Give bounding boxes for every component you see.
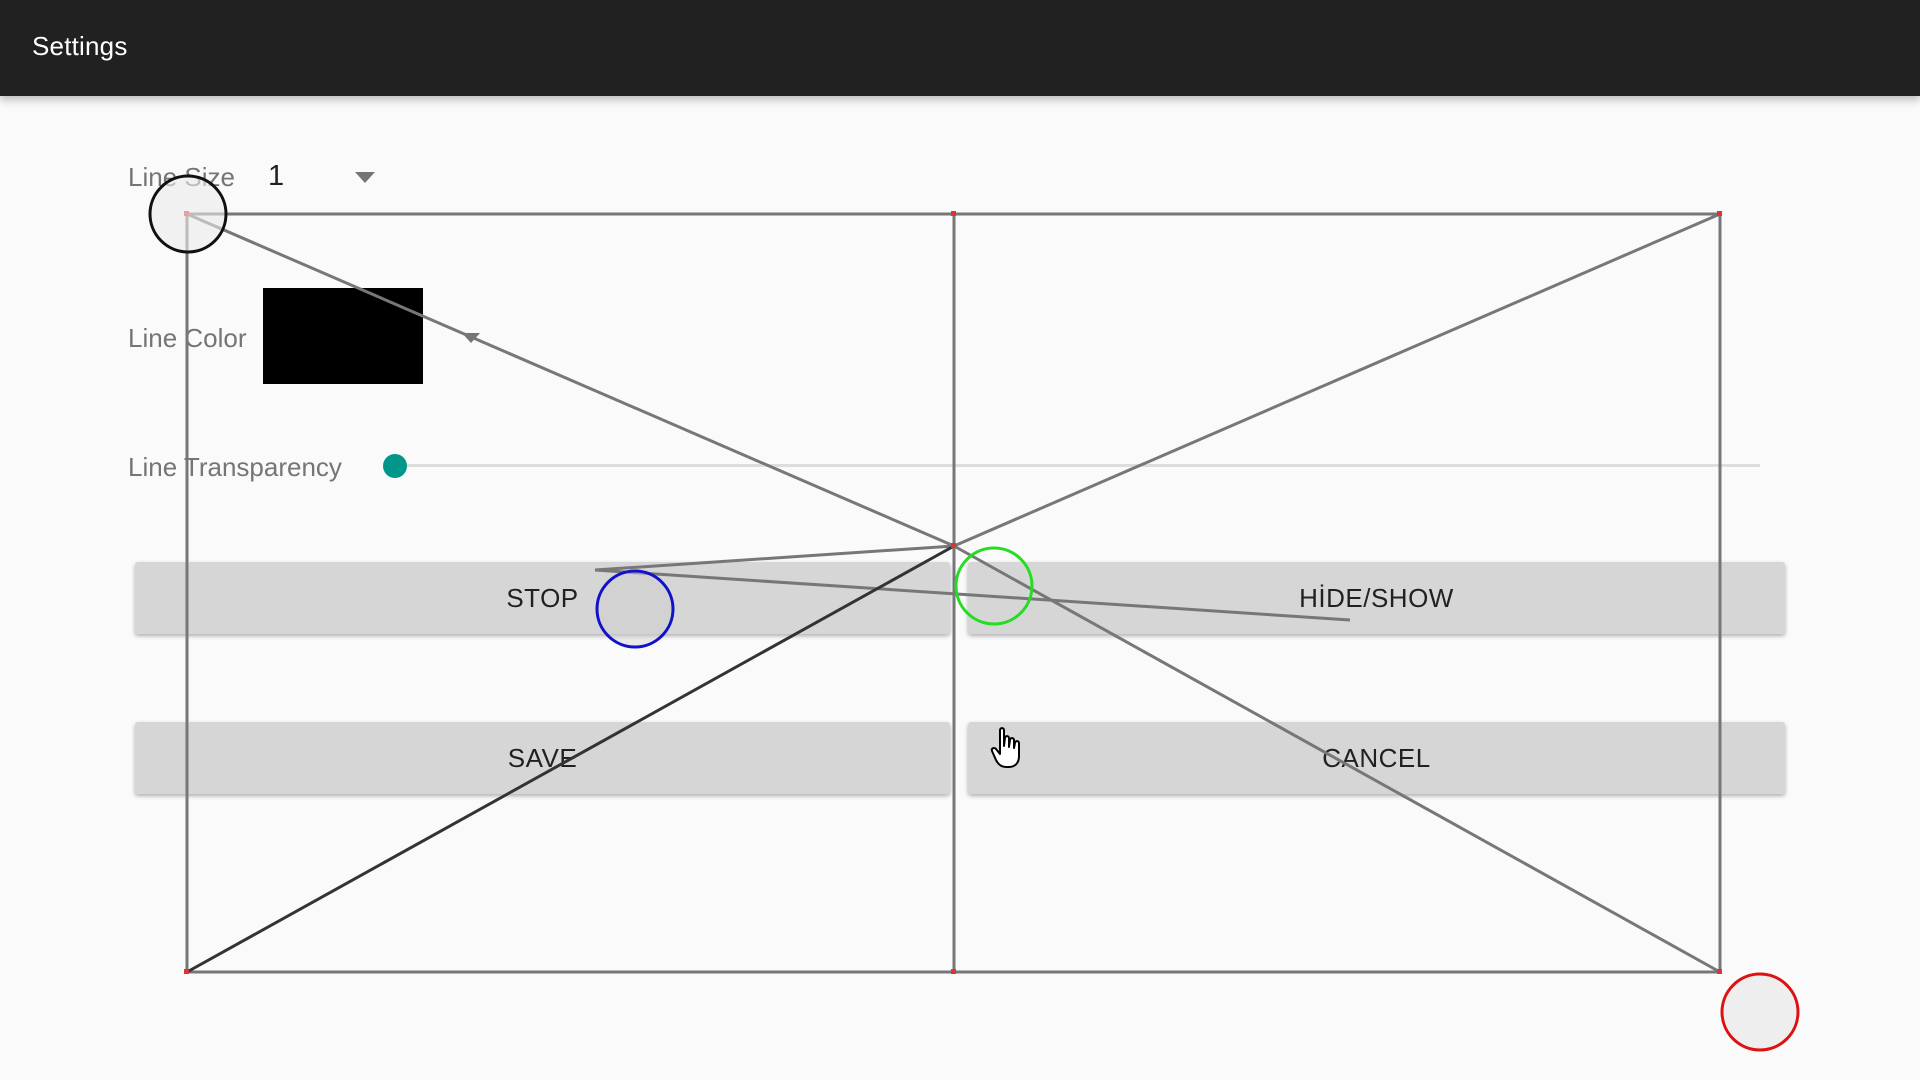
hide-show-button[interactable]: HİDE/SHOW [968, 562, 1785, 634]
line-size-dropdown-icon[interactable] [355, 172, 375, 183]
overlay-vertex [951, 543, 956, 548]
line-size-label: Line Size [128, 162, 235, 192]
line-color-dropdown-icon[interactable] [462, 333, 480, 343]
overlay-vertex [1717, 211, 1722, 216]
line-size-value[interactable]: 1 [268, 160, 285, 192]
app-title: Settings [32, 31, 128, 61]
overlay-vertex [1717, 969, 1722, 974]
overlay-vertex [951, 211, 956, 216]
stop-button[interactable]: STOP [135, 562, 950, 634]
line-transparency-slider-track[interactable] [395, 464, 1760, 467]
overlay-vertex [184, 211, 189, 216]
save-button[interactable]: SAVE [135, 722, 950, 794]
line-transparency-label: Line Transparency [128, 452, 342, 482]
overlay-vertex [184, 969, 189, 974]
overlay-diagonal-top-right [953, 212, 1721, 548]
overlay-vertex [951, 969, 956, 974]
app-bar: Settings [0, 0, 1920, 96]
cancel-button[interactable]: CANCEL [968, 722, 1785, 794]
line-color-swatch[interactable] [263, 288, 423, 384]
red-marker-circle[interactable] [1720, 972, 1800, 1052]
line-color-label: Line Color [128, 323, 247, 353]
hand-pointer-icon [990, 727, 1020, 768]
line-transparency-slider-thumb[interactable] [383, 454, 407, 478]
